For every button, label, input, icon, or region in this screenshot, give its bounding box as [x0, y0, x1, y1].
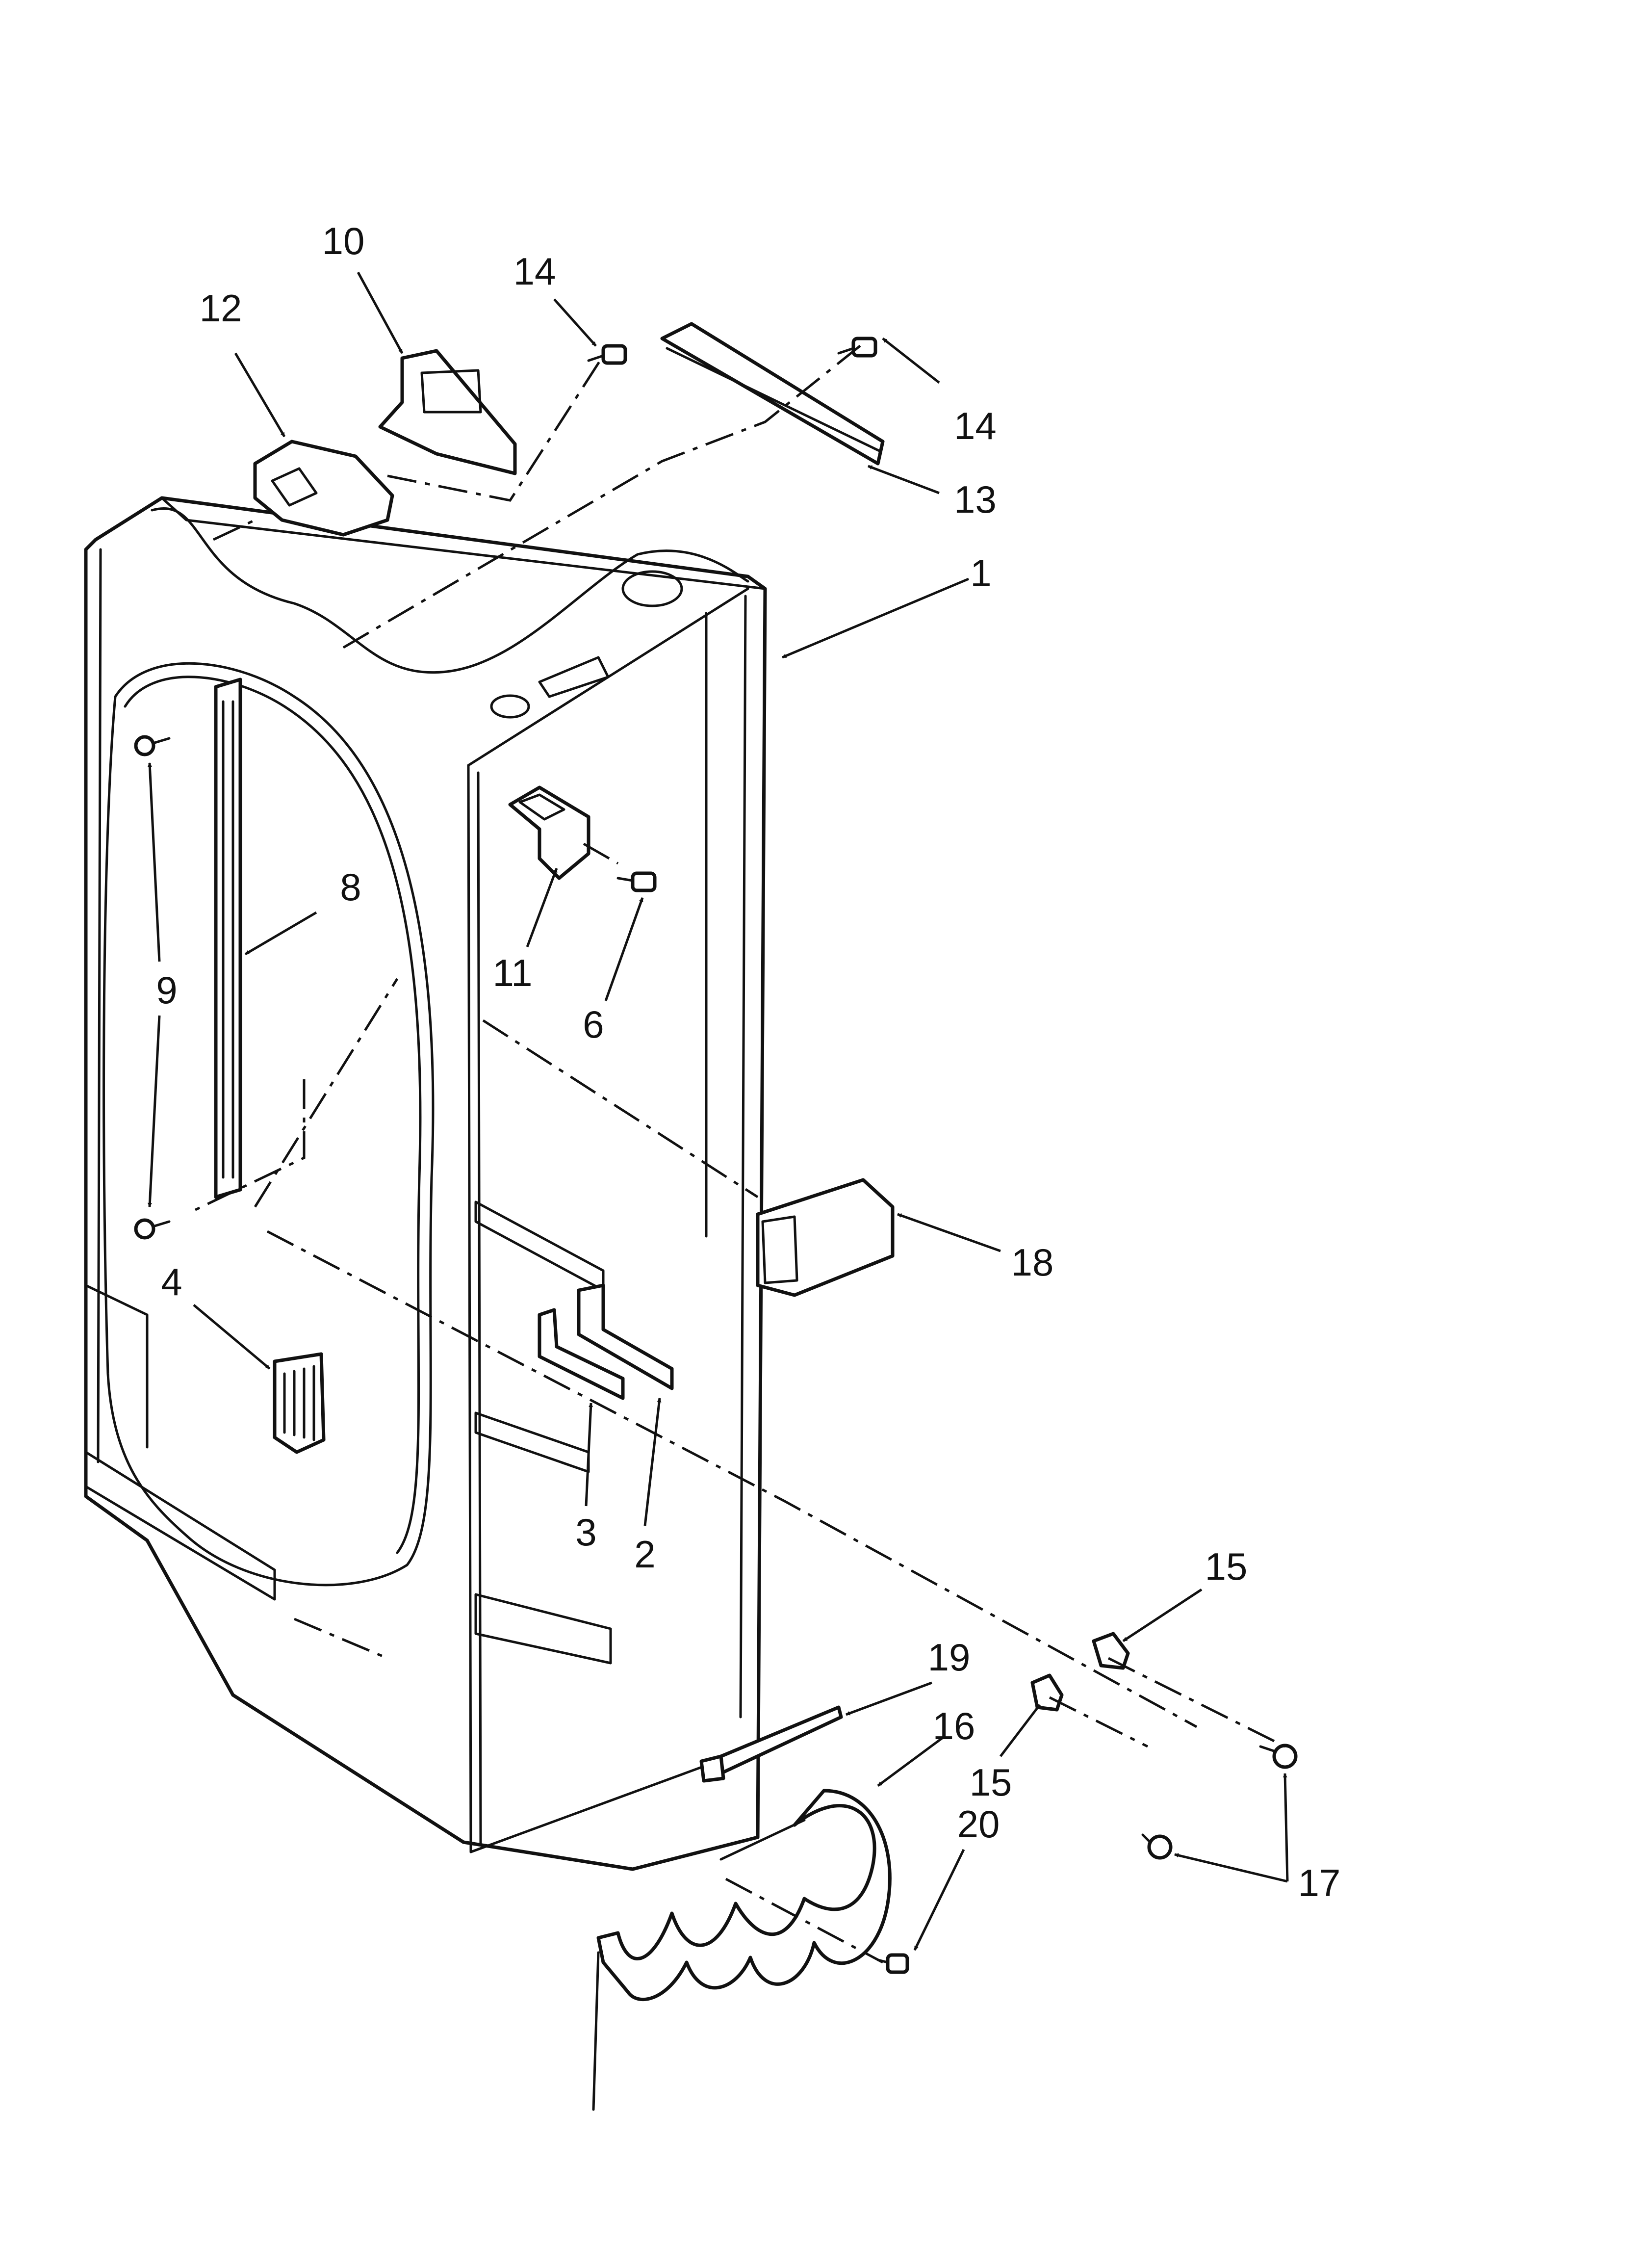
coil-screw — [876, 1953, 909, 1974]
ladder-screws — [134, 735, 171, 1240]
callout-3: 3 — [575, 1511, 596, 1554]
slide-brackets — [538, 1283, 674, 1400]
rail-screws — [587, 337, 877, 365]
callout-15: 15 — [1205, 1545, 1248, 1588]
control-housing — [253, 440, 394, 537]
callout-15: 15 — [970, 1761, 1012, 1804]
mounting-bracket — [378, 349, 517, 475]
callout-12: 12 — [200, 287, 242, 330]
callout-6: 6 — [583, 1003, 604, 1046]
callout-16: 16 — [933, 1704, 975, 1747]
callout-19: 19 — [928, 1636, 971, 1679]
refrigerator-liner — [84, 496, 767, 1871]
callout-8: 8 — [340, 865, 361, 909]
callout-20: 20 — [957, 1802, 1000, 1846]
callout-10: 10 — [322, 219, 365, 262]
callout-18: 18 — [1011, 1241, 1054, 1284]
heater-coil — [592, 1789, 892, 2111]
top-rail — [660, 322, 885, 466]
cable-tie — [699, 1705, 843, 1783]
bracket-screw — [616, 871, 657, 892]
callout-13: 13 — [954, 478, 997, 521]
callout-labels: 10 12 14 14 13 1 8 9 11 6 18 4 3 2 15 19… — [156, 219, 1340, 1904]
clips — [1030, 1632, 1130, 1712]
callout-9: 9 — [156, 968, 177, 1012]
shelf-ladder — [214, 678, 242, 1199]
leader-arrows — [147, 271, 1289, 1951]
plug-fasteners — [1141, 1744, 1298, 1860]
assembly-lines — [190, 342, 1286, 1964]
callout-11: 11 — [493, 951, 533, 994]
air-vent — [273, 1352, 326, 1454]
callout-1: 1 — [970, 551, 991, 595]
light-housing — [756, 1178, 895, 1297]
callout-14: 14 — [954, 404, 997, 447]
cover-bracket — [508, 785, 590, 880]
callout-14: 14 — [513, 250, 556, 293]
callout-4: 4 — [161, 1260, 182, 1303]
callout-17: 17 — [1298, 1861, 1341, 1904]
callout-2: 2 — [634, 1533, 655, 1576]
